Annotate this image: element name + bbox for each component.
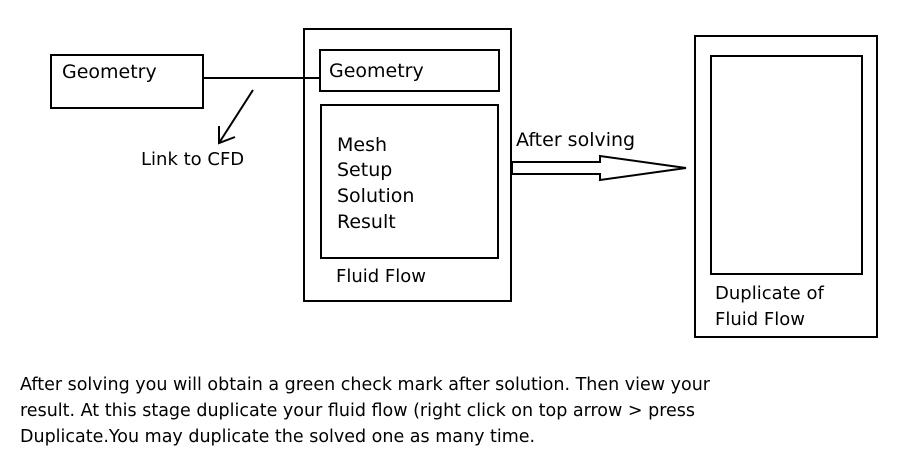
duplicate-system-box xyxy=(694,35,878,338)
cell-solution-label: Solution xyxy=(337,185,415,207)
cell-setup-label: Setup xyxy=(337,159,393,181)
link-annotation-arrow xyxy=(218,89,254,144)
geometry-block-label: Geometry xyxy=(62,61,157,83)
link-annotation-arrowhead xyxy=(218,126,236,145)
geometry-block-box xyxy=(50,54,204,109)
duplicate-title-line1: Duplicate of xyxy=(715,283,824,304)
link-annotation-label: Link to CFD xyxy=(141,149,245,170)
after-solving-label: After solving xyxy=(516,129,636,151)
fluid-flow-cells-box xyxy=(320,104,499,259)
note-line: Duplicate.You may duplicate the solved o… xyxy=(20,427,536,447)
fluid-flow-geometry-cell xyxy=(319,49,500,92)
explanation-note: After solving you will obtain a green ch… xyxy=(20,372,900,450)
note-line: After solving you will obtain a green ch… xyxy=(20,375,711,395)
duplicate-inner-box xyxy=(710,55,863,275)
note-line: result. At this stage duplicate your flu… xyxy=(20,401,696,421)
fluid-flow-title: Fluid Flow xyxy=(336,266,426,287)
fluid-flow-geometry-label: Geometry xyxy=(329,60,424,82)
cell-result-label: Result xyxy=(337,211,396,233)
duplicate-title-line2: Fluid Flow xyxy=(715,309,805,330)
cell-mesh-label: Mesh xyxy=(337,134,388,156)
after-solving-arrow xyxy=(511,154,687,182)
